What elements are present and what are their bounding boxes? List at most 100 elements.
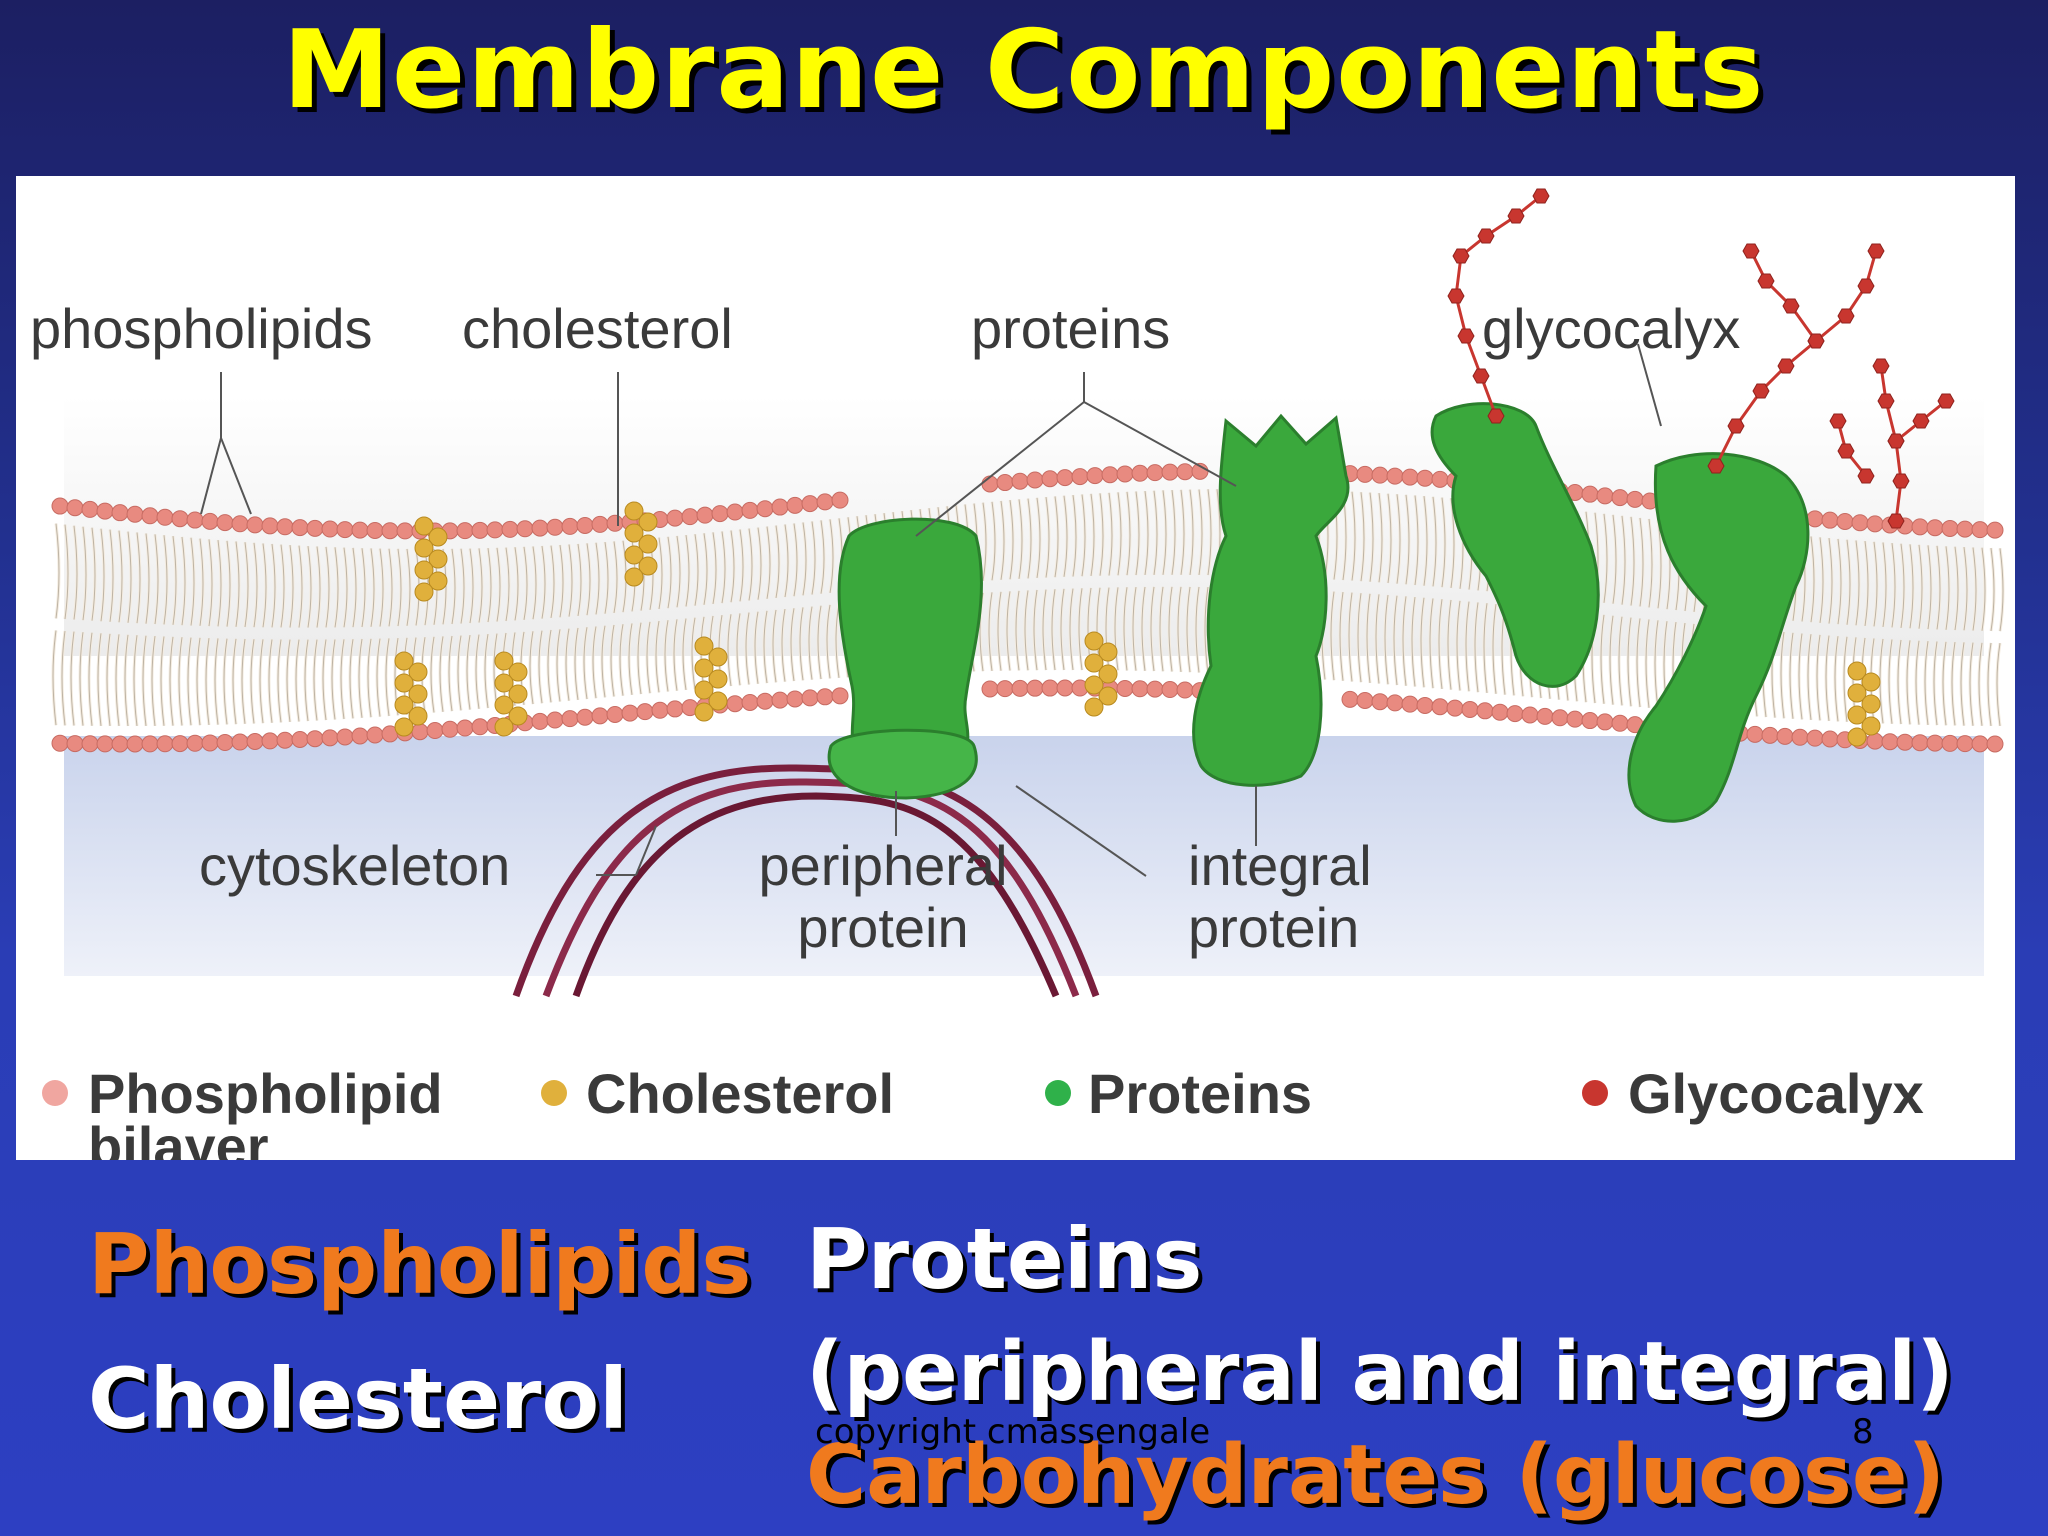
cholesterol-bead: [428, 571, 448, 591]
phospholipid-head: [1776, 727, 1794, 745]
cholesterol-bead: [1098, 686, 1118, 706]
glycocalyx-chains: [1447, 188, 1955, 529]
phospholipid-head: [1056, 469, 1074, 487]
lipid-tail-outline: [1429, 496, 1437, 689]
phospholipid-head: [1746, 725, 1764, 743]
phospholipid-head: [1791, 728, 1809, 746]
lipid-tail-outline: [1114, 492, 1122, 671]
sugar-unit: [1912, 413, 1930, 429]
phospholipid-head: [111, 735, 129, 753]
phospholipid-head: [1926, 519, 1944, 537]
sugar-unit: [1877, 393, 1895, 409]
cholesterol-bead: [508, 684, 528, 704]
cholesterol-bead: [414, 560, 434, 580]
phospholipid-head: [726, 503, 744, 521]
phospholipid-head: [741, 501, 759, 519]
phospholipid-head: [981, 475, 999, 493]
phospholipid-head: [1836, 512, 1854, 530]
lipid-tail-outline: [1933, 545, 1941, 726]
phospholipid-head: [591, 707, 609, 725]
phospholipid-head: [156, 508, 174, 526]
phospholipid-head: [351, 521, 369, 539]
lipid-tail-outline: [1438, 497, 1446, 689]
phospholipid-head: [1941, 734, 1959, 752]
lipid-tail-outline: [664, 536, 672, 692]
phospholipid-head: [741, 693, 759, 711]
cholesterol-bead: [428, 527, 448, 547]
phospholipid-head: [1146, 680, 1164, 698]
phospholipid-head: [1956, 735, 1974, 753]
cholesterol-bead: [708, 669, 728, 689]
lipid-tail-outline: [1015, 499, 1023, 671]
cholesterol-bead: [1098, 664, 1118, 684]
cholesterol-bead: [494, 673, 514, 693]
phospholipid-head: [1761, 726, 1779, 744]
phospholipid-head: [831, 687, 849, 705]
label-peripheral-protein: protein: [797, 896, 968, 959]
phospholipid-head: [606, 705, 624, 723]
lipid-tail-outline: [1645, 518, 1653, 708]
phospholipid-head: [1611, 714, 1629, 732]
cholesterol-bead: [408, 684, 428, 704]
phospholipid-head: [756, 692, 774, 710]
phospholipid-head: [831, 491, 849, 509]
sugar-unit: [1867, 243, 1885, 259]
lipid-tail-outline: [1177, 489, 1185, 672]
phospholipid-head: [66, 499, 84, 517]
phospholipid-head: [96, 735, 114, 753]
lipid-tail-outline: [178, 536, 186, 726]
cholesterol-bead: [394, 651, 414, 671]
lipid-tail-outline: [538, 545, 546, 704]
phospholipid-head: [81, 500, 99, 518]
lipid-tail-outline: [115, 530, 123, 727]
integral-protein-crown: [1192, 413, 1350, 787]
lipid-tail-outline: [1357, 492, 1365, 683]
phospholipid-head: [1341, 690, 1359, 708]
cholesterol-bead: [414, 582, 434, 602]
lipid-tail-outline: [385, 548, 393, 717]
cholesterol-bead: [638, 556, 658, 576]
lipid-tail-outline: [1951, 546, 1959, 726]
cholesterol-bead: [624, 545, 644, 565]
label-glycocalyx: glycocalyx: [1482, 297, 1740, 360]
lipid-tail-outline: [331, 547, 339, 720]
phospholipid-head: [1866, 515, 1884, 533]
sugar-unit: [1782, 298, 1800, 314]
lipid-tail-outline: [1402, 494, 1410, 686]
cholesterol-bead: [508, 662, 528, 682]
label-cholesterol: cholesterol: [462, 297, 733, 360]
lipid-tail-outline: [97, 528, 105, 726]
sugar-unit: [1707, 458, 1725, 474]
cholesterol-bead: [1847, 683, 1867, 703]
lipid-tail-outline: [1078, 494, 1086, 671]
cholesterol-bead: [624, 523, 644, 543]
lipid-tail-outline: [1033, 497, 1041, 671]
phospholipid-head: [981, 680, 999, 698]
lipid-tail-outline: [808, 521, 816, 680]
phospholipid-head: [786, 690, 804, 708]
phospholipid-head: [1371, 466, 1389, 484]
phospholipid-head: [171, 735, 189, 753]
phospholipid-head: [471, 521, 489, 539]
phospholipid-head: [141, 735, 159, 753]
phospholipid-head: [1881, 733, 1899, 751]
cholesterol-bead: [694, 680, 714, 700]
phospholipid-head: [1431, 470, 1449, 488]
lipid-tail-outline: [187, 537, 195, 726]
phospholipid-head: [696, 506, 714, 524]
phospholipid-head: [486, 521, 504, 539]
phospholipid-head: [1986, 735, 2004, 753]
lipid-tail-outline: [133, 532, 141, 727]
cholesterol-bead: [638, 534, 658, 554]
label-integral-protein: protein: [1188, 896, 1359, 959]
glycoprotein-2: [1627, 452, 1810, 823]
phospholipid-head: [996, 474, 1014, 492]
lipid-tail-outline: [799, 522, 807, 681]
sugar-unit: [1857, 278, 1875, 294]
legend-dot-glycocalyx: [1582, 1080, 1608, 1106]
cholesterol-bead: [1098, 642, 1118, 662]
phospholipid-head: [186, 511, 204, 529]
label-integral: integral: [1188, 834, 1372, 897]
lipid-tail-outline: [1420, 496, 1428, 688]
cholesterol-bead: [508, 706, 528, 726]
